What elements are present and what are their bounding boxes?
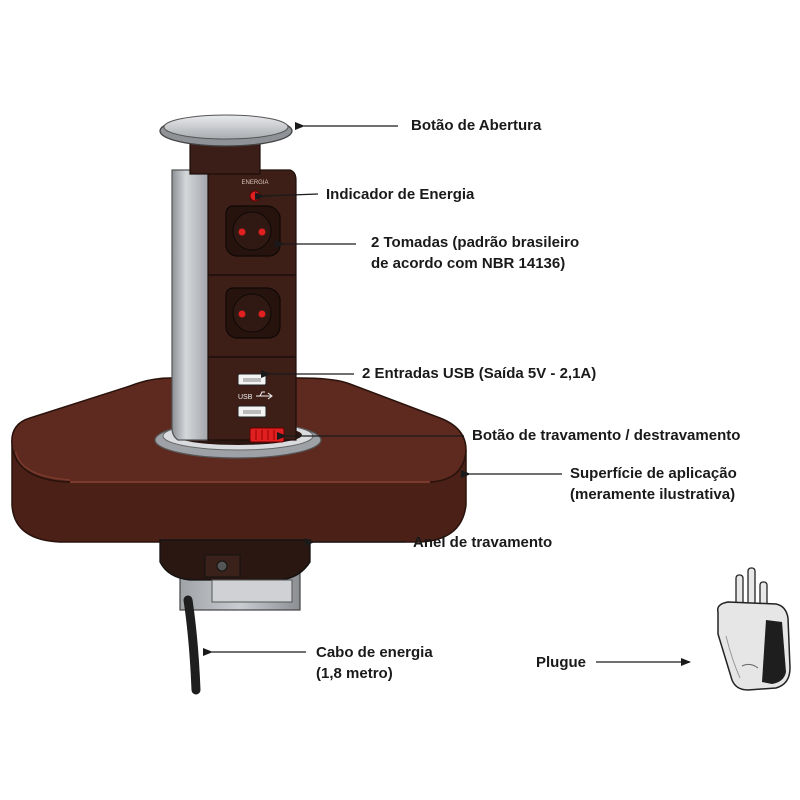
label-lock-button: Botão de travamento / destravamento — [472, 427, 741, 444]
label-sockets: 2 Tomadas (padrão brasileiro de acordo c… — [371, 234, 580, 272]
label-power-cable: Cabo de energia (1,8 metro) — [316, 644, 433, 682]
label-plug: Plugue — [536, 654, 587, 671]
plug-illustration — [716, 567, 791, 691]
under-table-housing — [159, 539, 311, 611]
label-surface: Superfície de aplicação (meramente ilust… — [570, 465, 737, 503]
lock-button — [249, 427, 285, 443]
usb-symbol-icon — [256, 391, 273, 400]
led-caption: ENERGIA — [241, 180, 268, 186]
open-button-cap — [159, 114, 293, 147]
socket-2 — [225, 287, 281, 339]
label-open-button: Botão de Abertura — [411, 117, 542, 134]
label-usb-ports: 2 Entradas USB (Saída 5V - 2,1A) — [362, 365, 597, 382]
usb-caption: USB — [238, 394, 253, 401]
label-power-indicator: Indicador de Energia — [326, 186, 475, 203]
led-light — [249, 190, 261, 202]
callout-leaders — [203, 122, 691, 666]
label-lock-ring: Anel de travamento — [413, 534, 553, 551]
leader-power-indicator — [254, 192, 319, 201]
usb-ports: USB — [237, 373, 273, 418]
socket-1 — [225, 205, 281, 257]
power-cable — [183, 595, 201, 695]
